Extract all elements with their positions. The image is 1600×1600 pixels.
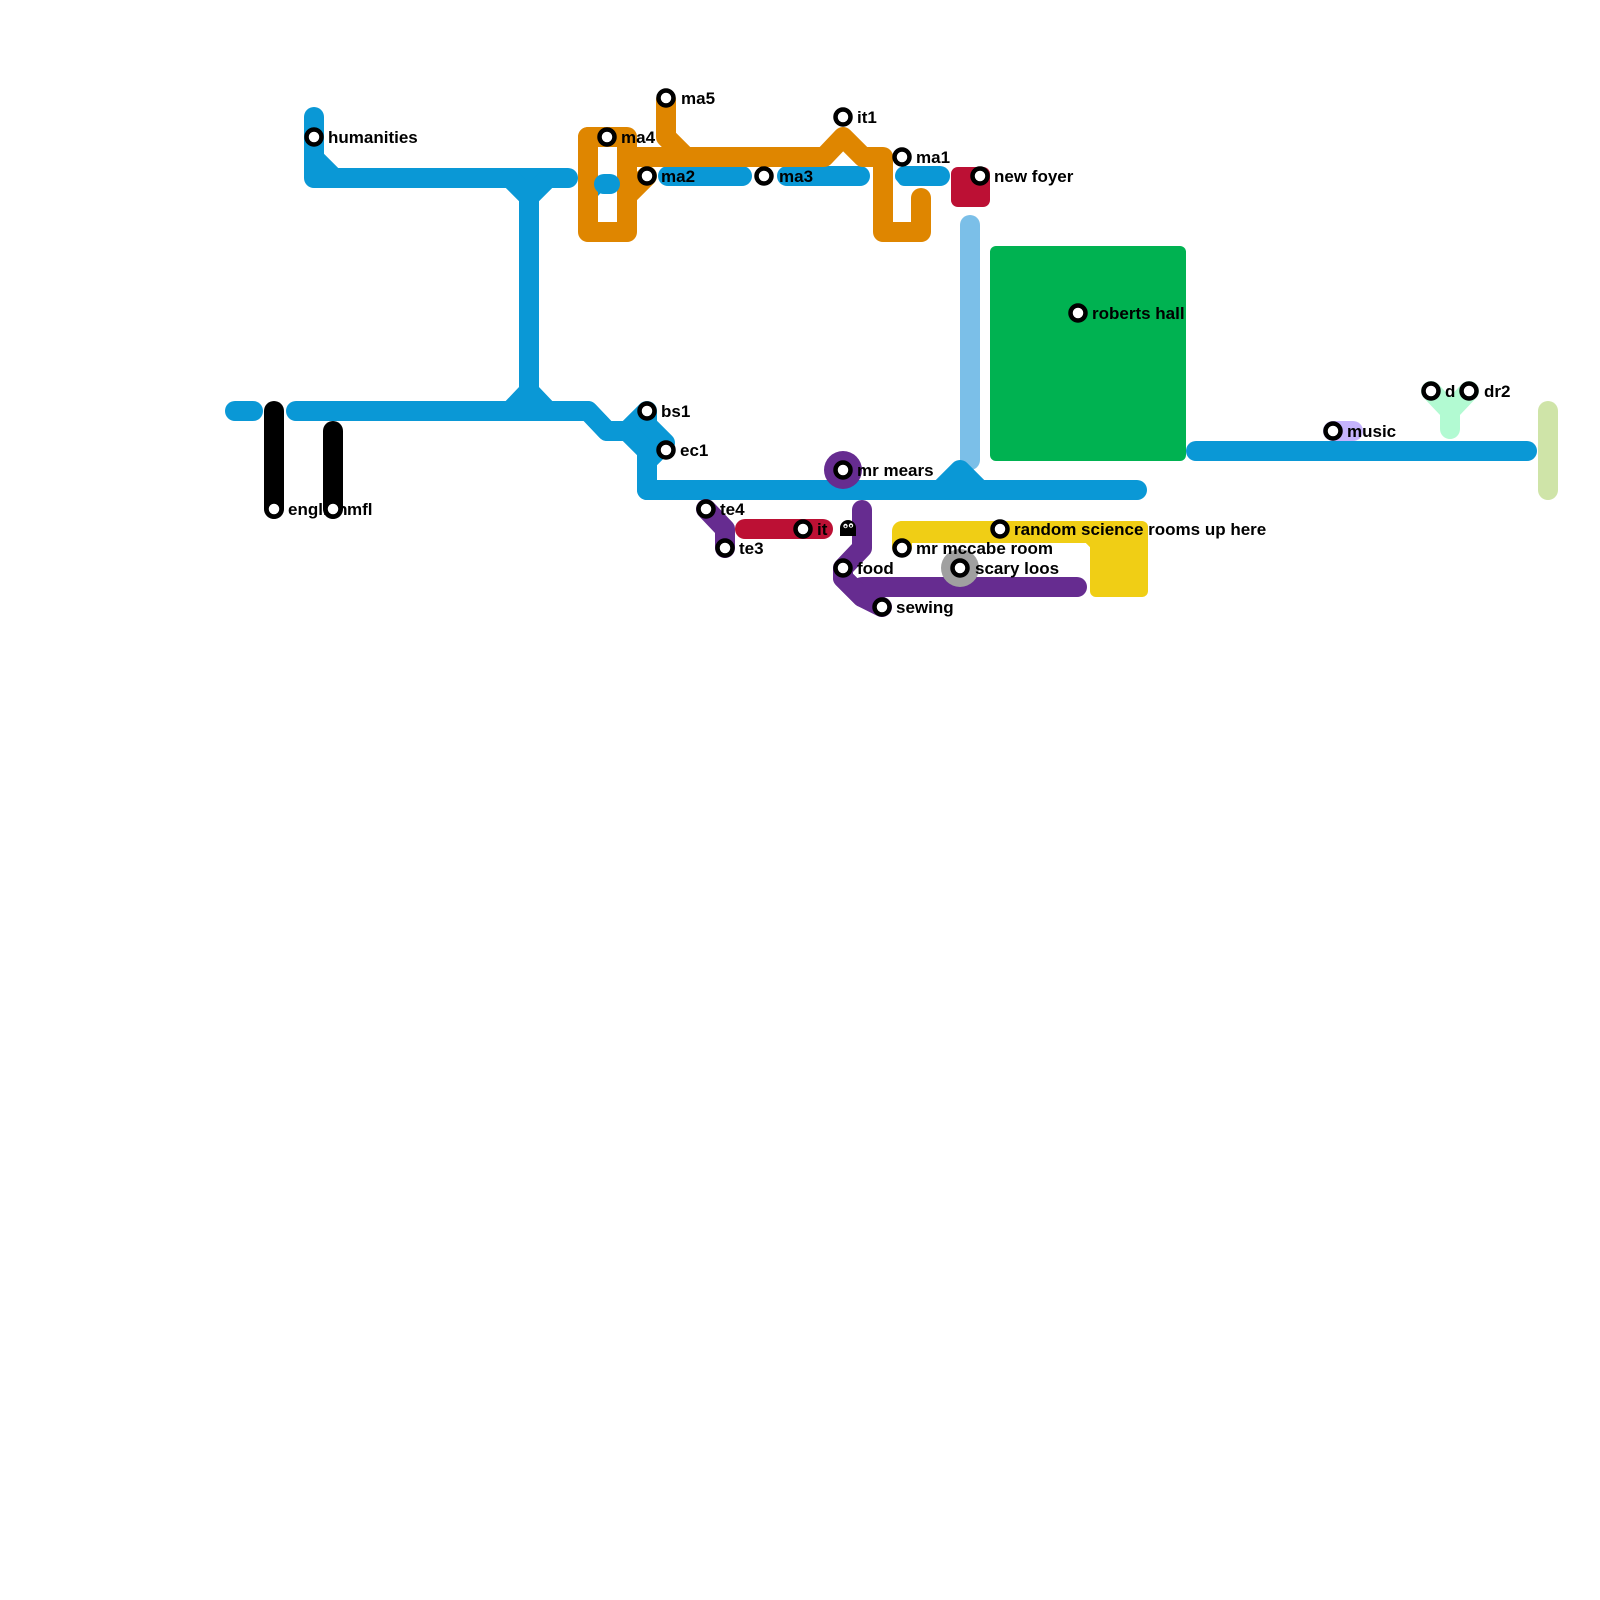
station-dr2[interactable]: dr2 bbox=[1459, 381, 1511, 401]
station-label: ma4 bbox=[621, 128, 656, 147]
station-mfl[interactable]: mfl bbox=[323, 499, 373, 519]
station-label: dr2 bbox=[1484, 382, 1510, 401]
station-sewing[interactable]: sewing bbox=[872, 597, 954, 617]
station-random-science[interactable]: random science rooms up here bbox=[990, 519, 1267, 539]
station-dr1[interactable]: d bbox=[1421, 381, 1456, 401]
station-scary-loos[interactable]: scary loos bbox=[950, 558, 1060, 578]
station-label: random science rooms up here bbox=[1014, 520, 1266, 539]
orange-line-main bbox=[656, 90, 931, 242]
station-te4[interactable]: te4 bbox=[696, 499, 746, 519]
station-label: music bbox=[1347, 422, 1396, 441]
station-label: it bbox=[817, 520, 828, 539]
ghost-icon bbox=[840, 520, 856, 536]
station-ma3[interactable]: ma3 bbox=[754, 166, 814, 186]
station-label: it1 bbox=[857, 108, 877, 127]
station-label: new foyer bbox=[994, 167, 1074, 186]
blue-line-mid-b bbox=[578, 401, 677, 500]
station-it1[interactable]: it1 bbox=[833, 107, 877, 127]
blue-line-vertical bbox=[500, 168, 558, 421]
line-black bbox=[264, 401, 343, 519]
roberts-hall-area bbox=[990, 246, 1186, 461]
station-label: ec1 bbox=[680, 441, 708, 460]
station-label: ma5 bbox=[681, 89, 715, 108]
station-mr-mccabe[interactable]: mr mccabe room bbox=[892, 538, 1054, 558]
station-label: scary loos bbox=[975, 559, 1059, 578]
purple-line-spur bbox=[833, 568, 892, 607]
line-yellow bbox=[892, 521, 1148, 597]
station-label: roberts hall bbox=[1092, 304, 1185, 323]
station-label: mr mccabe room bbox=[916, 539, 1053, 558]
blue-line-top-corner bbox=[304, 140, 350, 188]
station-ma4[interactable]: ma4 bbox=[597, 127, 656, 147]
orange-loop-hole-right bbox=[893, 176, 911, 222]
station-label: d bbox=[1445, 382, 1455, 401]
station-it[interactable]: it bbox=[793, 519, 828, 539]
orange-loop-hole-left bbox=[598, 186, 617, 222]
station-label: food bbox=[857, 559, 894, 578]
stations: humanities ma5 ma4 ma2 ma3 it1 ma1 new bbox=[264, 88, 1511, 617]
blue-line-top bbox=[304, 107, 578, 188]
station-te3[interactable]: te3 bbox=[715, 538, 764, 558]
station-humanities[interactable]: humanities bbox=[304, 127, 418, 147]
station-mr-mears[interactable]: mr mears bbox=[833, 460, 934, 480]
station-label: bs1 bbox=[661, 402, 690, 421]
blue-line-junction-foyer bbox=[930, 460, 990, 500]
station-new-foyer[interactable]: new foyer bbox=[970, 166, 1074, 186]
station-label: ma3 bbox=[779, 167, 813, 186]
station-label: humanities bbox=[328, 128, 418, 147]
station-label: sewing bbox=[896, 598, 954, 617]
station-label: te4 bbox=[720, 500, 745, 519]
station-label: ma2 bbox=[661, 167, 695, 186]
station-ec1[interactable]: ec1 bbox=[656, 440, 709, 460]
station-bs1[interactable]: bs1 bbox=[637, 401, 691, 421]
station-food[interactable]: food bbox=[833, 558, 894, 578]
station-ma1[interactable]: ma1 bbox=[892, 147, 951, 167]
station-ma5[interactable]: ma5 bbox=[656, 88, 716, 108]
station-label: te3 bbox=[739, 539, 764, 558]
station-label: mfl bbox=[347, 500, 373, 519]
yellow-block bbox=[1090, 521, 1148, 597]
station-roberts-hall[interactable]: roberts hall bbox=[1068, 303, 1185, 323]
station-label: ma1 bbox=[916, 148, 950, 167]
station-music[interactable]: music bbox=[1323, 421, 1397, 441]
station-ma2[interactable]: ma2 bbox=[637, 166, 696, 186]
station-label: mr mears bbox=[857, 461, 934, 480]
